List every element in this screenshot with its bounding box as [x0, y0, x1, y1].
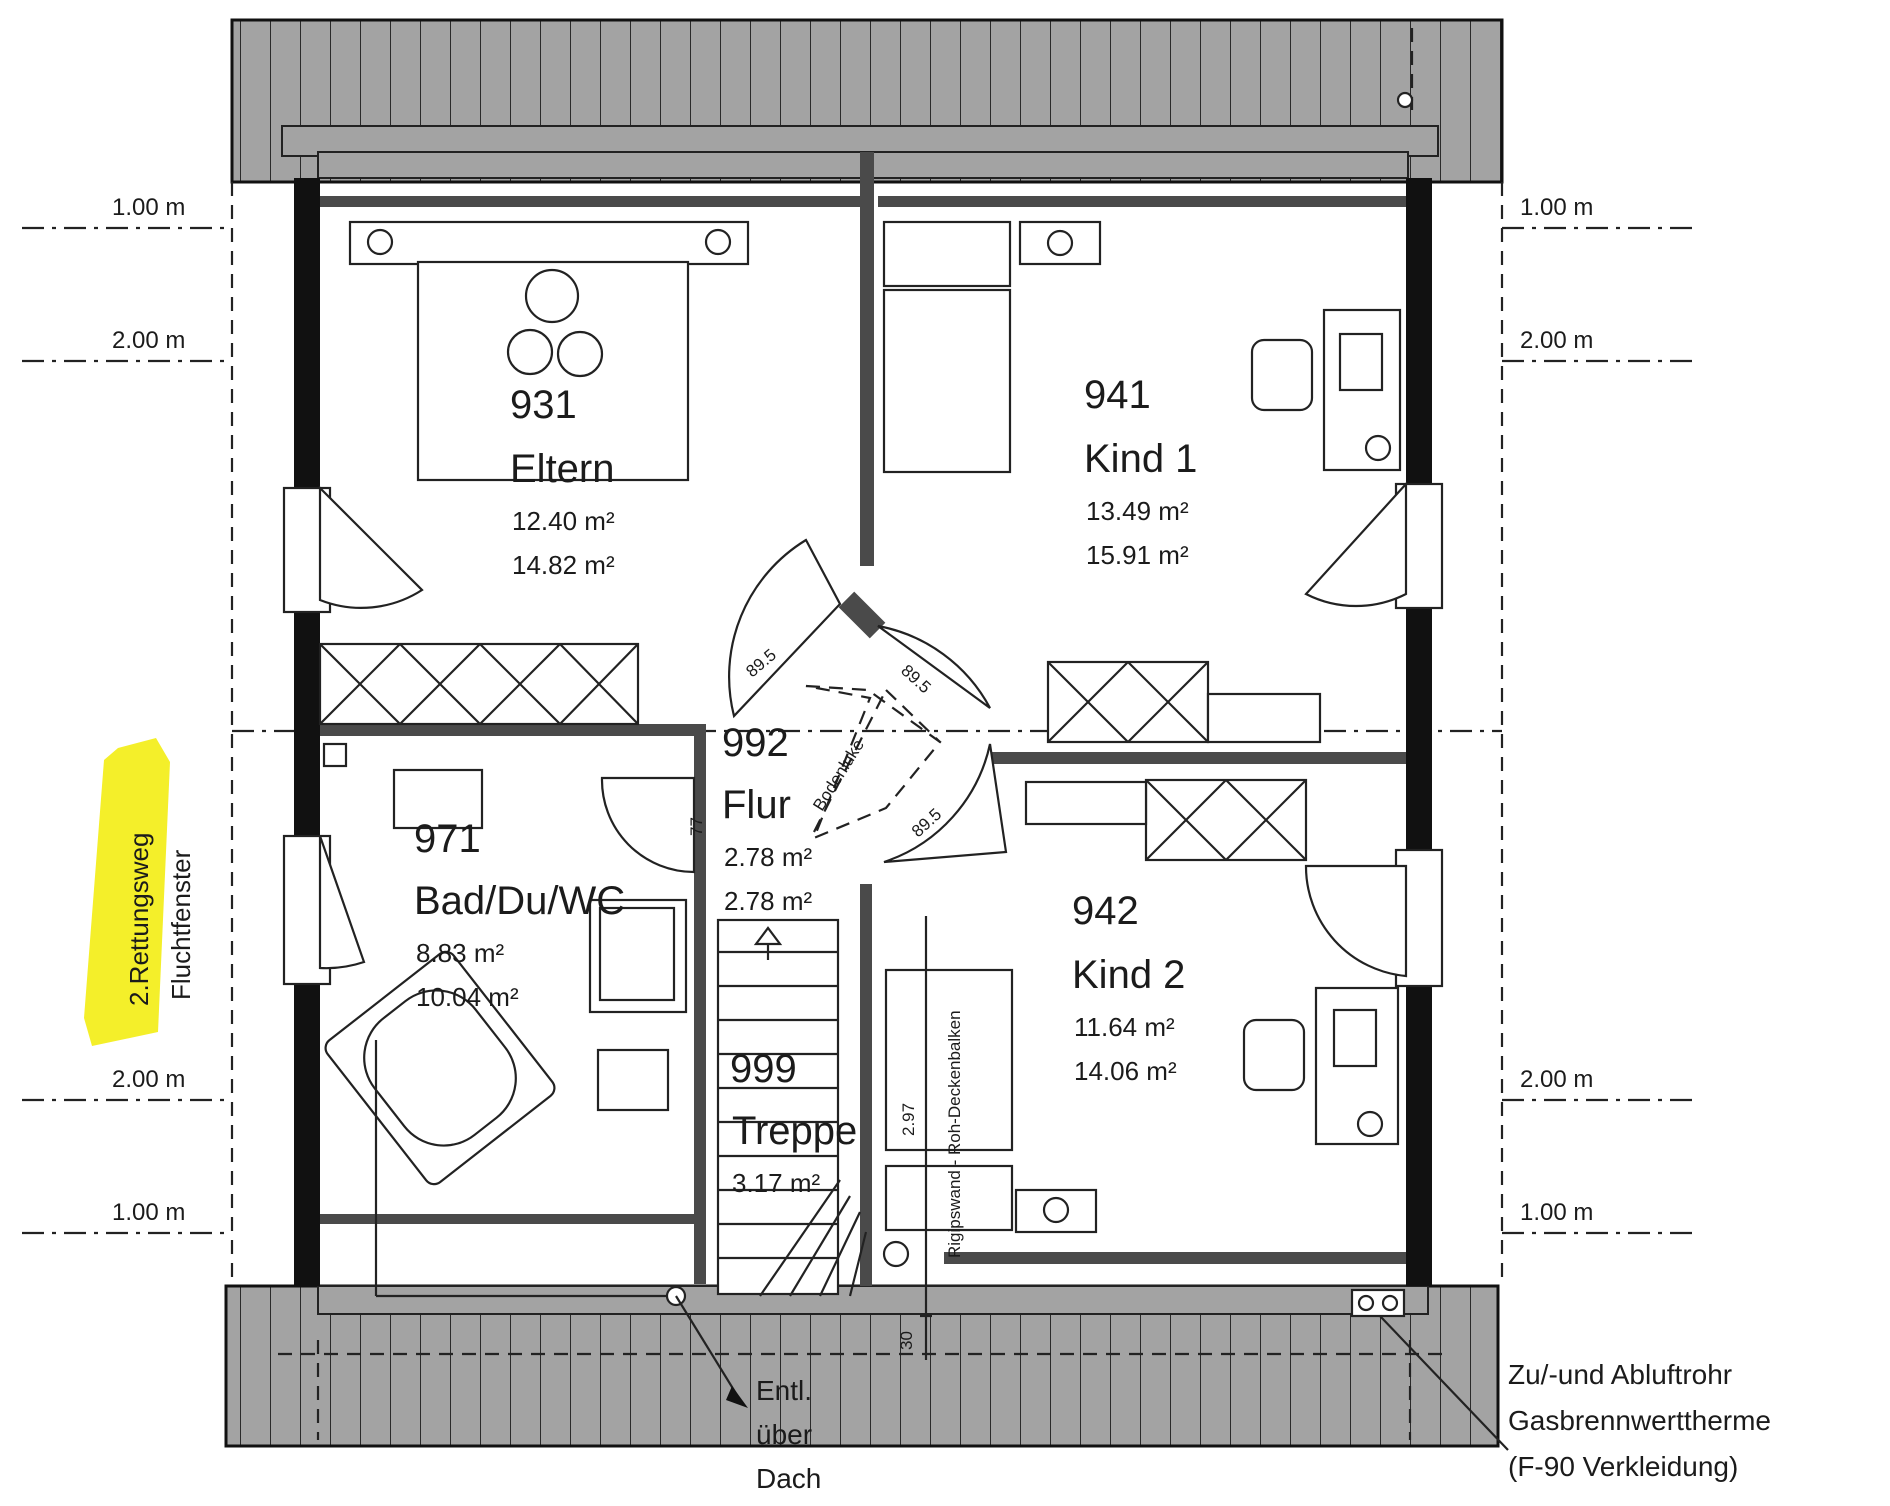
height-label-right-3: 2.00 m	[1520, 1066, 1593, 1093]
bad-door-dim: 77	[687, 817, 706, 836]
room-area2-kind1: 15.91 m²	[1086, 540, 1189, 570]
room-name-bad: Bad/Du/WC	[414, 879, 625, 923]
room-area1-kind1: 13.49 m²	[1086, 496, 1189, 526]
vent-pipe	[665, 1285, 748, 1408]
room-area2-flur: 2.78 m²	[724, 886, 812, 916]
exterior-walls	[282, 178, 1444, 1286]
room-area2-eltern: 14.82 m²	[512, 550, 615, 580]
note-entl-1: Entl.	[756, 1375, 812, 1406]
room-name-kind2: Kind 2	[1072, 953, 1185, 997]
height-label-right-2: 2.00 m	[1520, 327, 1593, 354]
bathroom-fixtures	[322, 742, 688, 1298]
room-area1-flur: 2.78 m²	[724, 842, 812, 872]
room-area1-bad: 8.83 m²	[416, 938, 504, 968]
room-name-kind1: Kind 1	[1084, 437, 1197, 481]
flue-pipe	[1350, 1288, 1509, 1451]
note-entl-2: über	[756, 1419, 812, 1450]
note-zuluft-3: (F-90 Verkleidung)	[1508, 1451, 1738, 1482]
room-number-992: 992	[722, 721, 789, 765]
interior-walls	[320, 152, 1406, 1286]
room-area1-treppe: 3.17 m²	[732, 1168, 820, 1198]
height-label-left-1: 1.00 m	[112, 194, 185, 221]
bed-kind1	[882, 220, 1402, 474]
room-number-931: 931	[510, 383, 577, 427]
bed-kind2	[884, 968, 1400, 1234]
room-name-eltern: Eltern	[510, 447, 615, 491]
rigipswand-label: Rigipswand - Roh-Deckenbalken	[945, 1010, 964, 1258]
room-name-flur: Flur	[722, 783, 791, 827]
room-number-942: 942	[1072, 889, 1139, 933]
room-name-treppe: Treppe	[732, 1109, 857, 1153]
room-area2-kind2: 14.06 m²	[1074, 1056, 1177, 1086]
height-lines	[22, 226, 1700, 1235]
room-number-941: 941	[1084, 373, 1151, 417]
room-area1-kind2: 11.64 m²	[1074, 1012, 1175, 1042]
double-bed	[348, 220, 750, 482]
escape-window-label: Fluchtfenster	[166, 849, 196, 1000]
attic-hatch-label: Bodenluke	[809, 736, 868, 814]
stair-width-dim: 2.97	[899, 1103, 918, 1136]
escape-route-label: 2.Rettungsweg	[124, 833, 154, 1006]
stairs	[716, 916, 932, 1360]
note-zuluft-1: Zu/-und Abluftrohr	[1508, 1359, 1732, 1390]
roof-bottom	[224, 1284, 1500, 1448]
room-number-971: 971	[414, 817, 481, 861]
height-label-left-3: 2.00 m	[112, 1066, 185, 1093]
duct-dim: 30	[897, 1331, 916, 1350]
room-number-999: 999	[730, 1047, 797, 1091]
height-label-right-1: 1.00 m	[1520, 194, 1593, 221]
door-width-2: 89.5	[897, 661, 934, 697]
room-area2-bad: 10.04 m²	[416, 982, 519, 1012]
wardrobes	[318, 642, 1322, 862]
height-label-left-2: 2.00 m	[112, 327, 185, 354]
height-label-left-4: 1.00 m	[112, 1199, 185, 1226]
note-zuluft-2: Gasbrennwerttherme	[1508, 1405, 1771, 1436]
escape-route-highlight	[84, 738, 170, 1046]
doors	[318, 481, 1408, 978]
room-area1-eltern: 12.40 m²	[512, 506, 615, 536]
note-entl-3: Dach	[756, 1463, 821, 1494]
height-label-right-4: 1.00 m	[1520, 1199, 1593, 1226]
attic-hatch	[805, 684, 942, 841]
